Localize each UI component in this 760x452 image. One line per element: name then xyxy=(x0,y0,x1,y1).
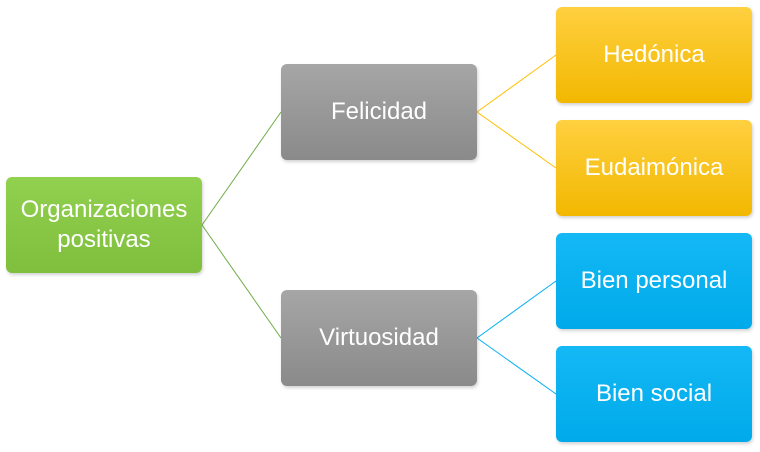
connector-virtuosidad-bien-personal xyxy=(476,280,557,339)
connector-virtuosidad-bien-social xyxy=(476,337,557,395)
branch-node-label: Felicidad xyxy=(330,98,428,125)
leaf-node-bien-personal: Bien personal xyxy=(556,233,752,329)
connector-root-felicidad xyxy=(201,111,282,226)
leaf-node-label: Eudaimónica xyxy=(584,154,724,181)
connector-felicidad-hedonica xyxy=(476,54,557,113)
connector-root-virtuosidad xyxy=(201,224,282,339)
connector-felicidad-eudaimonica xyxy=(476,111,557,169)
branch-node-felicidad: Felicidad xyxy=(281,64,477,160)
leaf-node-hedonica: Hedónica xyxy=(556,7,752,103)
leaf-node-label: Bien social xyxy=(595,380,713,407)
leaf-node-label: Hedónica xyxy=(603,41,705,68)
root-node-label: Organizaciones positivas xyxy=(20,196,188,253)
leaf-node-eudaimonica: Eudaimónica xyxy=(556,120,752,216)
branch-node-label: Virtuosidad xyxy=(319,324,439,351)
root-node: Organizaciones positivas xyxy=(6,177,202,273)
leaf-node-bien-social: Bien social xyxy=(556,346,752,442)
leaf-node-label: Bien personal xyxy=(580,267,728,294)
branch-node-virtuosidad: Virtuosidad xyxy=(281,290,477,386)
